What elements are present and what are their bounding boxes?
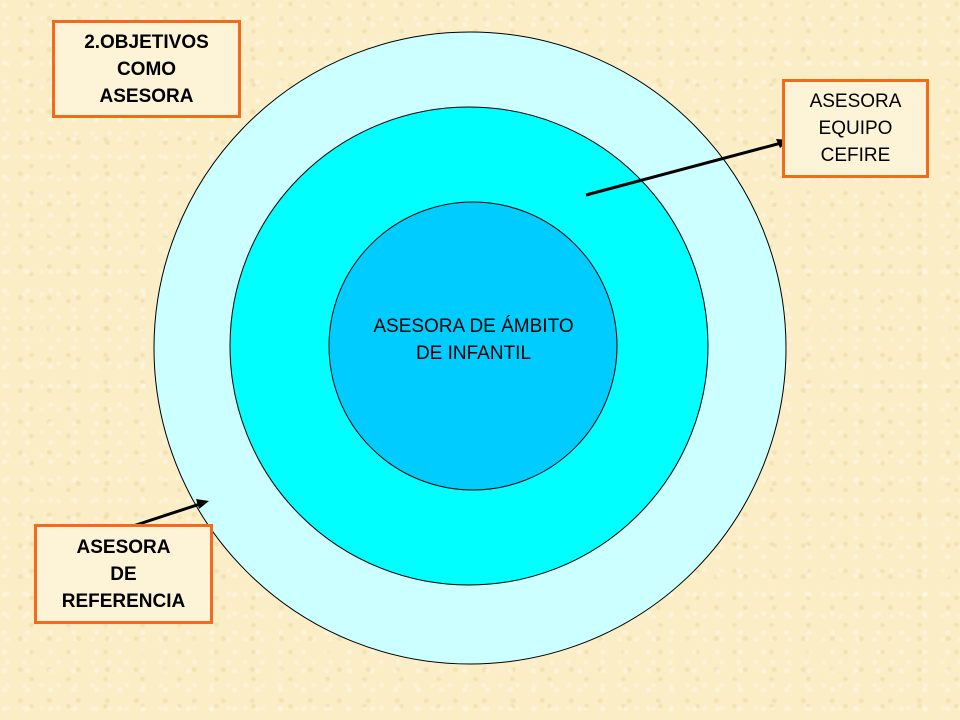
referencia-label: ASESORA DE REFERENCIA xyxy=(61,536,186,612)
center-label: ASESORA DE ÁMBITO DE INFANTIL xyxy=(373,316,574,364)
objetivos-box: 2.OBJETIVOS COMO ASESORA xyxy=(52,20,241,118)
objetivos-label: 2.OBJETIVOS COMO ASESORA xyxy=(84,31,209,107)
arrow-cefire xyxy=(585,140,786,197)
arrow-referencia xyxy=(132,501,204,528)
inner-circle xyxy=(328,201,618,491)
arrowhead-referencia xyxy=(196,499,209,509)
cefire-label: ASESORA EQUIPO CEFIRE xyxy=(809,91,902,166)
cefire-box: ASESORA EQUIPO CEFIRE xyxy=(782,79,929,178)
referencia-box: ASESORA DE REFERENCIA xyxy=(34,524,213,624)
